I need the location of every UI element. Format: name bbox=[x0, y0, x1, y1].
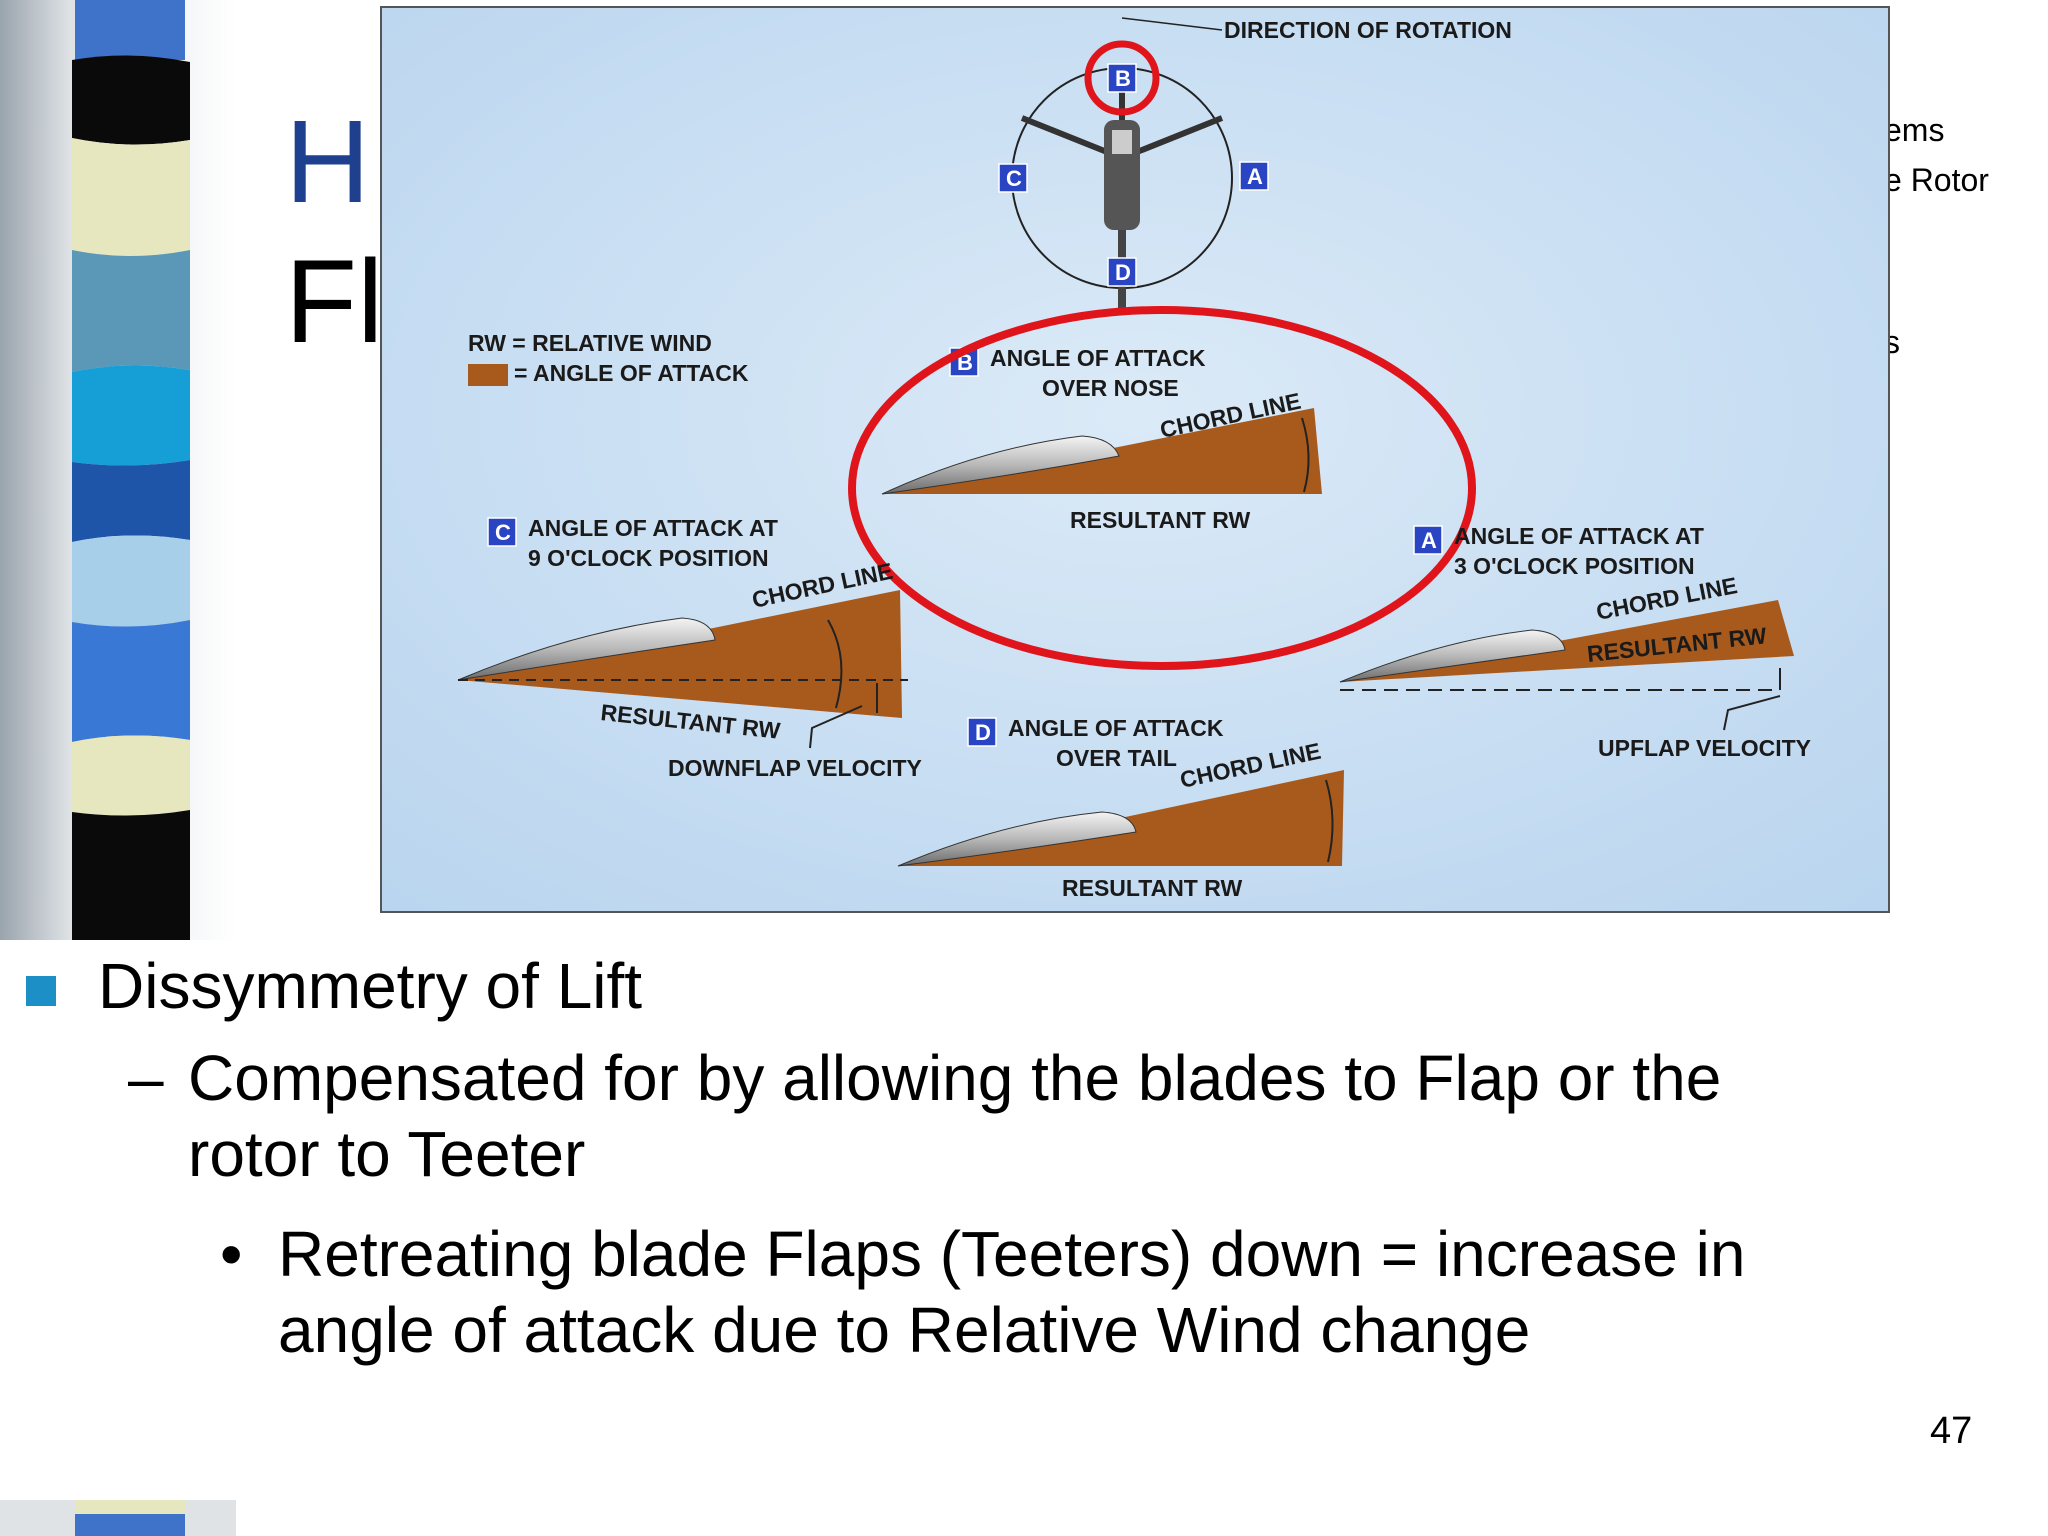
badge-a-top: A bbox=[1239, 161, 1269, 191]
panel-c-aoa-wedge bbox=[458, 590, 902, 718]
panel-b-over-nose: B ANGLE OF ATTACK OVER NOSE CHORD LINE R… bbox=[848, 306, 1476, 670]
badge-b-top: B bbox=[1107, 63, 1137, 93]
svg-text:OVER TAIL: OVER TAIL bbox=[1056, 745, 1177, 771]
svg-text:RESULTANT RW: RESULTANT RW bbox=[1062, 875, 1242, 901]
svg-text:UPFLAP VELOCITY: UPFLAP VELOCITY bbox=[1598, 735, 1811, 761]
svg-text:D: D bbox=[975, 720, 991, 745]
decorative-stripe-band bbox=[0, 0, 236, 940]
svg-text:9 O'CLOCK POSITION: 9 O'CLOCK POSITION bbox=[528, 545, 769, 571]
legend-angle-of-attack: = ANGLE OF ATTACK bbox=[514, 360, 749, 386]
svg-text:A: A bbox=[1421, 528, 1437, 553]
slide-title-line1: H bbox=[285, 96, 371, 228]
panel-c-airfoil bbox=[457, 617, 716, 681]
partial-text-1: ems bbox=[1884, 112, 1945, 148]
page-number: 47 bbox=[1930, 1410, 1973, 1452]
svg-text:C: C bbox=[1006, 166, 1022, 191]
figure-canvas: DIRECTION OF ROTATION B C A D RW = RELAT… bbox=[382, 8, 1888, 911]
svg-text:DOWNFLAP VELOCITY: DOWNFLAP VELOCITY bbox=[668, 755, 922, 781]
svg-text:D: D bbox=[1115, 260, 1131, 285]
panel-a-three-oclock: A ANGLE OF ATTACK AT 3 O'CLOCK POSITION … bbox=[1339, 523, 1811, 761]
slide-title: H Fl bbox=[285, 92, 383, 372]
svg-text:ANGLE OF ATTACK AT: ANGLE OF ATTACK AT bbox=[528, 515, 778, 541]
svg-text:C: C bbox=[495, 520, 511, 545]
square-bullet-icon bbox=[26, 976, 56, 1006]
badge-d-top: D bbox=[1107, 257, 1137, 287]
panel-b-airfoil bbox=[881, 435, 1120, 495]
partial-text-2: e Rotor bbox=[1884, 162, 1989, 198]
svg-text:A: A bbox=[1247, 164, 1263, 189]
panel-d-airfoil bbox=[897, 811, 1137, 867]
svg-text:OVER NOSE: OVER NOSE bbox=[1042, 375, 1179, 401]
legend-relative-wind: RW = RELATIVE WIND bbox=[468, 330, 712, 356]
svg-text:3 O'CLOCK POSITION: 3 O'CLOCK POSITION bbox=[1454, 553, 1695, 579]
bullet-level1-text: Dissymmetry of Lift bbox=[98, 950, 643, 1022]
svg-text:ANGLE OF ATTACK AT: ANGLE OF ATTACK AT bbox=[1454, 523, 1704, 549]
legend-swatch-angle-of-attack bbox=[468, 364, 508, 386]
svg-text:ANGLE OF ATTACK: ANGLE OF ATTACK bbox=[1008, 715, 1224, 741]
bullet-level2-text: Compensated for by allowing the blades t… bbox=[188, 1042, 1722, 1190]
badge-c-top: C bbox=[998, 163, 1028, 193]
svg-text:ANGLE OF ATTACK: ANGLE OF ATTACK bbox=[990, 345, 1206, 371]
dot-marker: • bbox=[220, 1218, 243, 1290]
position-b-highlight bbox=[1084, 40, 1160, 116]
panel-a-airfoil bbox=[1339, 629, 1566, 683]
slide-title-line2: Fl bbox=[285, 236, 384, 368]
svg-text:RESULTANT RW: RESULTANT RW bbox=[1070, 507, 1250, 533]
svg-text:B: B bbox=[1115, 66, 1131, 91]
rotor-angle-of-attack-figure: DIRECTION OF ROTATION B C A D RW = RELAT… bbox=[380, 6, 1890, 913]
decorative-stripe-band-bottom bbox=[0, 1500, 236, 1536]
panel-b-highlight-ellipse bbox=[848, 306, 1476, 670]
bullet-level3-text: Retreating blade Flaps (Teeters) down = … bbox=[278, 1218, 1746, 1366]
direction-of-rotation-label: DIRECTION OF ROTATION bbox=[1224, 17, 1512, 43]
dash-marker: – bbox=[128, 1042, 164, 1114]
